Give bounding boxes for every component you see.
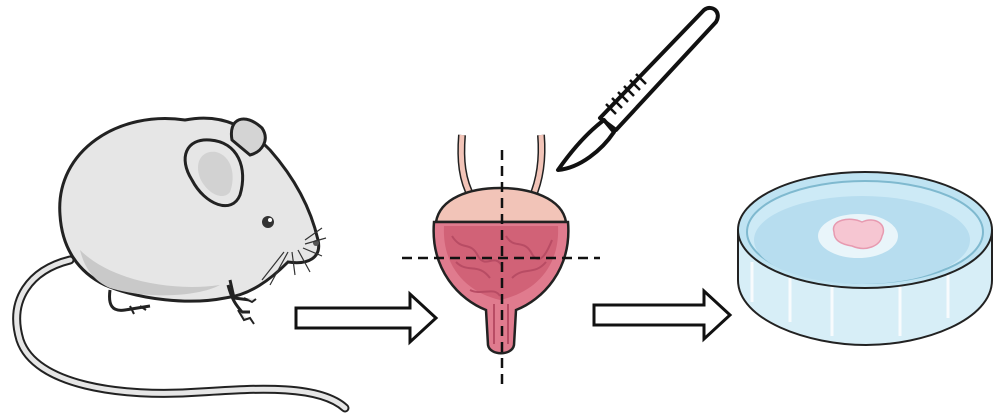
arrow-right-icon bbox=[594, 291, 730, 339]
bladder-icon bbox=[402, 135, 600, 388]
arrow-right-icon bbox=[296, 294, 436, 342]
petri-dish-icon bbox=[738, 172, 992, 345]
mouse-icon bbox=[17, 118, 345, 408]
scalpel-icon bbox=[558, 8, 718, 170]
tissue-sample bbox=[818, 214, 898, 258]
